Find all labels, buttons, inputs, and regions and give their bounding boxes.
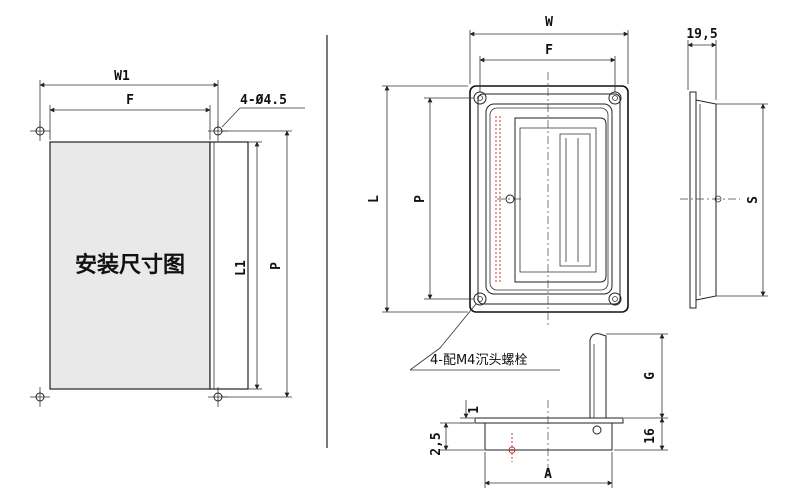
dim-l: L [367, 195, 382, 203]
dim-t2: 2,5 [429, 432, 444, 455]
bottom-view: 1 2,5 A G 16 [429, 333, 668, 488]
dim-h: 16 [643, 428, 658, 444]
dim-thickness: 19,5 [686, 27, 717, 42]
base-pan [484, 423, 613, 451]
dim-p-front: P [413, 195, 428, 203]
outer-flange [469, 85, 629, 313]
dim-l1: L1 [234, 260, 249, 276]
lever-upright [589, 333, 607, 418]
dim-f-front: F [545, 43, 553, 58]
installation-title: 安装尺寸图 [75, 252, 185, 278]
screw-note: 4-配M4沉头螺栓 [430, 353, 527, 368]
recess-pan [485, 103, 613, 295]
side-view: 19,5 S [680, 27, 768, 309]
dim-p-left: P [269, 262, 284, 270]
dim-g: G [643, 372, 658, 380]
dim-t1: 1 [467, 406, 482, 414]
side-flange [689, 91, 697, 309]
front-view: W F L P 4-配M4沉头螺栓 [367, 15, 629, 371]
side-body [695, 99, 717, 301]
installation-view: W1 F 4-Ø4.5 L1 P 安装尺寸图 [30, 69, 305, 407]
dim-s: S [746, 196, 761, 204]
dim-a: A [544, 467, 552, 482]
dim-f: F [126, 93, 134, 108]
cutout-panel [49, 141, 211, 390]
dim-holes: 4-Ø4.5 [240, 93, 287, 108]
side-rail [209, 141, 249, 390]
dim-w1: W1 [114, 69, 130, 84]
handle-bar [514, 117, 607, 283]
base-plate [474, 417, 624, 424]
dim-w: W [545, 15, 553, 30]
